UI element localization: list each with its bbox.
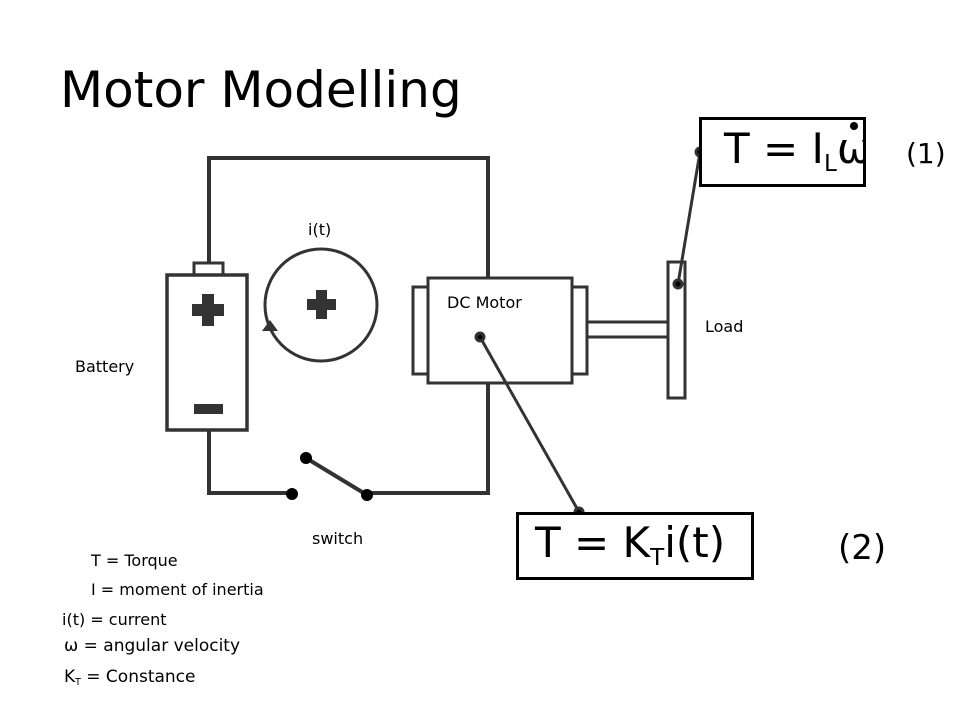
- leader-line-eq1: [676, 151, 702, 285]
- wire-right-bottom: [365, 381, 490, 495]
- equation-1-number: (1): [906, 137, 946, 170]
- leader-lines: [474, 146, 706, 518]
- dc-motor: [411, 276, 670, 385]
- legend-current: i(t) = current: [62, 610, 167, 629]
- switch-label: switch: [312, 529, 364, 548]
- equation-2-box: T = KTi(t): [516, 512, 754, 580]
- load-plate: [666, 260, 687, 400]
- legend-omega: ω = angular velocity: [64, 635, 240, 657]
- equation-1-lhs: T = I: [724, 124, 824, 173]
- legend-kt: KT = Constance: [64, 666, 196, 691]
- switch-contact-left: [286, 488, 298, 500]
- legend-omega-text: = angular velocity: [78, 636, 241, 656]
- current-label: i(t): [308, 220, 332, 239]
- equation-1-box: T = ILω: [699, 117, 866, 187]
- equation-2-lhs: T = K: [535, 518, 651, 567]
- current-loop-circle: [263, 247, 379, 363]
- switch-contact-right: [361, 489, 373, 501]
- battery-plus-icon: [192, 294, 224, 326]
- legend-kt-subscript: T: [75, 677, 81, 689]
- legend-kt-letter: K: [64, 667, 76, 687]
- current-arrow-icon: [262, 320, 278, 331]
- battery: [165, 261, 249, 432]
- page-title: Motor Modelling: [60, 61, 462, 119]
- motor-body: [426, 276, 574, 385]
- legend-omega-symbol: ω: [64, 636, 79, 656]
- current-loop: [262, 247, 379, 363]
- wire-left-bottom: [207, 428, 294, 495]
- legend-kt-text: = Constance: [80, 667, 196, 687]
- switch-blade[interactable]: [304, 456, 369, 497]
- circuit-wires: [207, 156, 490, 495]
- omega-dot-symbol: ω: [837, 120, 863, 178]
- wire-top: [207, 156, 490, 280]
- battery-minus-icon: [194, 404, 223, 414]
- legend-torque: T = Torque: [91, 551, 178, 570]
- switch-pivot: [300, 452, 312, 464]
- legend-inertia: I = moment of inertia: [91, 580, 264, 599]
- equation-2-number: (2): [838, 528, 887, 568]
- battery-label: Battery: [75, 357, 135, 376]
- dc-motor-label: DC Motor: [447, 293, 522, 312]
- leader-dot-motor: [474, 331, 486, 343]
- loop-plus-icon: [307, 290, 336, 319]
- leader-dot-load: [672, 278, 684, 290]
- switch[interactable]: [286, 452, 373, 501]
- load-label: Load: [705, 317, 744, 336]
- equation-2-rest: i(t): [664, 518, 726, 567]
- equation-1-subscript: L: [823, 151, 837, 178]
- equation-2-subscript: T: [650, 545, 665, 572]
- leader-line-eq2: [478, 336, 581, 513]
- motor-shaft: [585, 320, 670, 339]
